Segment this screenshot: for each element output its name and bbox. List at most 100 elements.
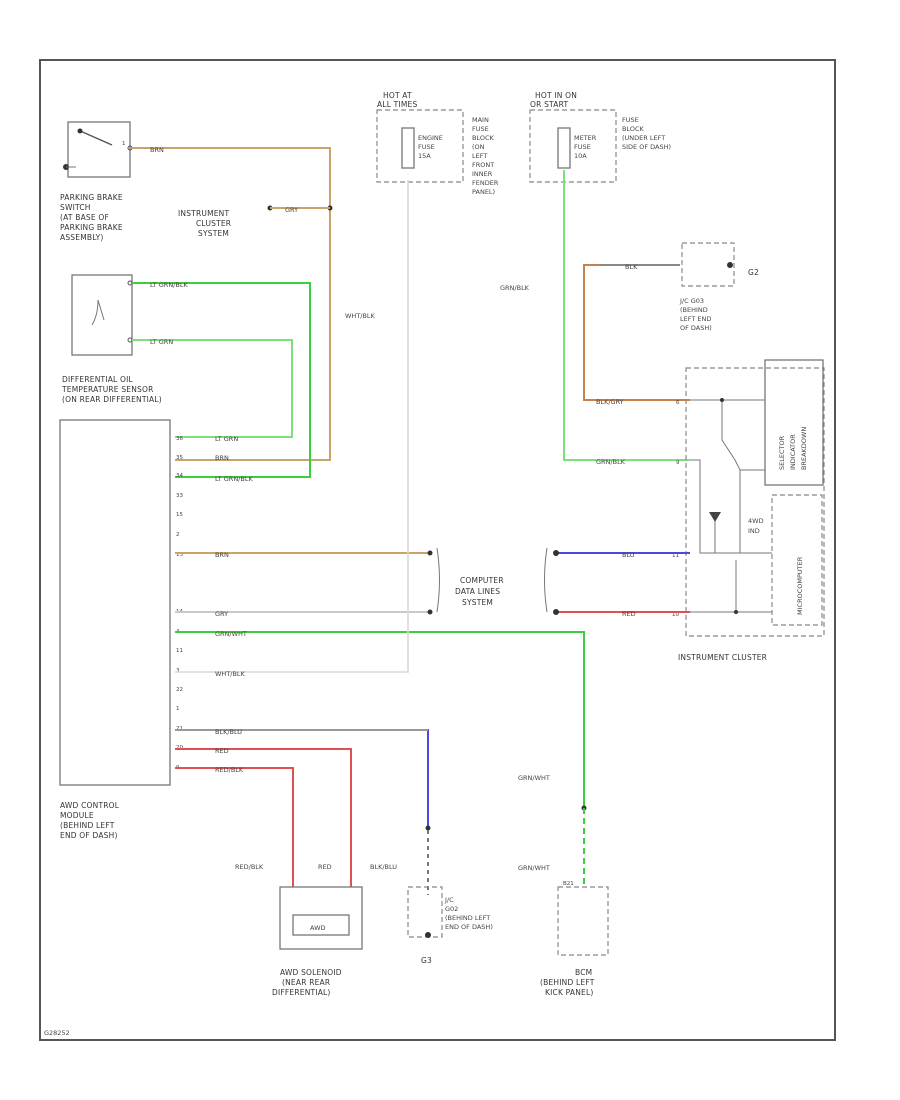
svg-text:PARKING BRAKE: PARKING BRAKE bbox=[60, 193, 123, 202]
diff-oil-sensor-box bbox=[71, 274, 133, 356]
wire-label-grn-blk-1: GRN/BLK bbox=[500, 284, 530, 292]
parking-brake-switch-label: PARKING BRAKE SWITCH (AT BASE OF PARKING… bbox=[60, 193, 123, 242]
instrument-cluster-system-label: INSTRUMENT CLUSTER SYSTEM bbox=[178, 209, 231, 238]
svg-text:FENDER: FENDER bbox=[472, 179, 499, 187]
svg-text:INSTRUMENT: INSTRUMENT bbox=[178, 209, 229, 218]
awd-ind-label-2: IND bbox=[748, 527, 760, 535]
svg-text:1: 1 bbox=[122, 141, 126, 147]
wire-label-lt-grn-blk-2: LT GRN/BLK bbox=[215, 475, 253, 483]
bcm-outline bbox=[557, 886, 609, 956]
wire-label-blu: BLU bbox=[622, 551, 635, 559]
svg-text:DIFFERENTIAL OIL: DIFFERENTIAL OIL bbox=[62, 375, 134, 384]
wire-label-brn-2: BRN bbox=[215, 454, 229, 462]
svg-text:BREAKDOWN: BREAKDOWN bbox=[800, 427, 808, 470]
led-symbol bbox=[709, 512, 721, 522]
engine-fuse-label-3: 15A bbox=[418, 152, 431, 160]
wire-brn-parking-brake bbox=[132, 147, 331, 461]
svg-text:(BEHIND LEFT: (BEHIND LEFT bbox=[445, 914, 490, 922]
svg-text:SWITCH: SWITCH bbox=[60, 203, 91, 212]
jc-g02-label: J/C G02 (BEHIND LEFT END OF DASH) bbox=[444, 896, 493, 931]
svg-text:KICK PANEL): KICK PANEL) bbox=[545, 988, 594, 997]
wire-red-blk bbox=[175, 767, 294, 887]
svg-text:(BEHIND: (BEHIND bbox=[680, 306, 708, 314]
engine-fuse-label-2: FUSE bbox=[418, 143, 435, 151]
svg-text:SIDE OF DASH): SIDE OF DASH) bbox=[622, 143, 671, 151]
wire-label-red-blk-1: RED/BLK bbox=[215, 766, 244, 774]
diff-oil-sensor-label: DIFFERENTIAL OIL TEMPERATURE SENSOR (ON … bbox=[61, 375, 162, 404]
awd-solenoid-box bbox=[279, 886, 363, 950]
awd-solenoid-coil bbox=[292, 914, 350, 936]
microcomputer-outline bbox=[771, 494, 823, 626]
instrument-cluster-label: INSTRUMENT CLUSTER bbox=[678, 653, 767, 662]
svg-text:PANEL): PANEL) bbox=[472, 188, 495, 196]
label-hot-in-on-1: HOT IN ON bbox=[535, 91, 577, 100]
svg-text:TEMPERATURE SENSOR: TEMPERATURE SENSOR bbox=[61, 385, 154, 394]
svg-text:BLOCK: BLOCK bbox=[622, 125, 645, 133]
jc-g02-outline bbox=[407, 886, 443, 938]
engine-fuse-symbol bbox=[401, 127, 415, 169]
svg-text:LEFT END: LEFT END bbox=[680, 315, 711, 323]
main-fuse-block-label: MAIN FUSE BLOCK (ON LEFT FRONT INNER FEN… bbox=[472, 116, 499, 196]
wire-label-brn-3: BRN bbox=[215, 551, 229, 559]
svg-text:END OF DASH): END OF DASH) bbox=[445, 923, 493, 931]
meter-fuse-label-3: 10A bbox=[574, 152, 587, 160]
wire-grn-wht bbox=[175, 631, 585, 808]
svg-text:(BEHIND LEFT: (BEHIND LEFT bbox=[60, 821, 115, 830]
awd-solenoid-label: AWD SOLENOID (NEAR REAR DIFFERENTIAL) bbox=[272, 968, 342, 997]
wire-label-gry-1: GRY bbox=[285, 206, 298, 214]
selector-indicator-box bbox=[764, 359, 824, 486]
wire-label-wht-blk-1: WHT/BLK bbox=[215, 670, 246, 678]
footer-code: G28252 bbox=[44, 1029, 70, 1037]
wire-lt-grn bbox=[132, 339, 293, 438]
awd-ind-label-1: 4WD bbox=[748, 517, 764, 525]
svg-text:SELECTOR: SELECTOR bbox=[778, 435, 786, 470]
meter-fuse-symbol bbox=[557, 127, 571, 169]
g2-ground-dot bbox=[727, 262, 733, 268]
label-hot-in-on-2: OR START bbox=[530, 100, 568, 109]
svg-text:(AT BASE OF: (AT BASE OF bbox=[60, 213, 109, 222]
svg-text:(BEHIND LEFT: (BEHIND LEFT bbox=[540, 978, 595, 987]
svg-text:OF DASH): OF DASH) bbox=[680, 324, 712, 332]
fuse-block-outline bbox=[529, 109, 617, 183]
svg-text:33: 33 bbox=[176, 493, 183, 499]
ground-g3-label: G3 bbox=[421, 956, 432, 965]
wire-label-brn-1: BRN bbox=[150, 146, 164, 154]
engine-fuse-label-1: ENGINE bbox=[418, 134, 443, 142]
svg-text:36: 36 bbox=[176, 436, 183, 442]
wire-wht-blk bbox=[175, 180, 409, 673]
wire-grn-blk bbox=[563, 170, 690, 461]
wire-label-lt-grn-1: LT GRN bbox=[150, 338, 173, 346]
svg-text:22: 22 bbox=[176, 687, 183, 693]
svg-text:(ON: (ON bbox=[472, 143, 485, 151]
svg-text:(NEAR REAR: (NEAR REAR bbox=[282, 978, 330, 987]
svg-text:FRONT: FRONT bbox=[472, 161, 494, 169]
thermistor-symbol bbox=[91, 299, 105, 326]
svg-text:SYSTEM: SYSTEM bbox=[462, 598, 493, 607]
awd-solenoid-inner-label: AWD bbox=[310, 924, 326, 932]
wire-label-red-2: RED bbox=[318, 863, 332, 871]
awd-control-module-box bbox=[59, 419, 171, 786]
svg-text:INDICATOR: INDICATOR bbox=[789, 434, 797, 470]
svg-text:INNER: INNER bbox=[472, 170, 493, 178]
svg-text:15: 15 bbox=[176, 512, 183, 518]
instrument-cluster-outline bbox=[685, 367, 825, 637]
svg-text:DATA LINES: DATA LINES bbox=[455, 587, 500, 596]
meter-fuse-label-2: FUSE bbox=[574, 143, 591, 151]
svg-text:11: 11 bbox=[176, 648, 183, 654]
svg-text:PARKING BRAKE: PARKING BRAKE bbox=[60, 223, 123, 232]
svg-text:(ON REAR DIFFERENTIAL): (ON REAR DIFFERENTIAL) bbox=[62, 395, 162, 404]
diagram-frame bbox=[39, 59, 836, 1041]
main-fuse-block-outline bbox=[376, 109, 464, 183]
module-pin-numbers: 36 35 34 33 15 2 13 14 4 11 3 22 1 21 20… bbox=[176, 436, 183, 771]
svg-text:SYSTEM: SYSTEM bbox=[198, 229, 229, 238]
svg-text:J/C: J/C bbox=[444, 896, 454, 904]
jc-g03-label: J/C G03 (BEHIND LEFT END OF DASH) bbox=[679, 297, 712, 332]
cluster-pin-9: 9 bbox=[676, 460, 680, 466]
wire-label-blk: BLK bbox=[625, 263, 638, 271]
bcm-pin: B21 bbox=[563, 881, 574, 887]
svg-text:MAIN: MAIN bbox=[472, 116, 489, 124]
svg-text:FUSE: FUSE bbox=[472, 125, 489, 133]
wire-label-grn-wht-1: GRN/WHT bbox=[215, 630, 247, 638]
parking-brake-switch-box bbox=[67, 121, 131, 178]
